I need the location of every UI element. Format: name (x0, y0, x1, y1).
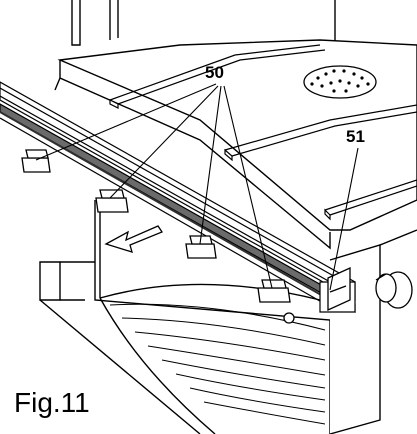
end-block (327, 266, 351, 312)
callout-50: 50 (205, 63, 224, 82)
curved-panel (99, 283, 326, 434)
rail-clips (21, 149, 291, 303)
top-rails (109, 44, 417, 221)
perforated-disc (303, 65, 377, 99)
callout-51: 51 (346, 127, 365, 146)
figure-caption: Fig.11 (14, 387, 90, 418)
guide-rail (0, 81, 356, 314)
side-knob (375, 271, 413, 309)
leader-lines (35, 83, 359, 291)
arrow-icon (104, 225, 163, 253)
